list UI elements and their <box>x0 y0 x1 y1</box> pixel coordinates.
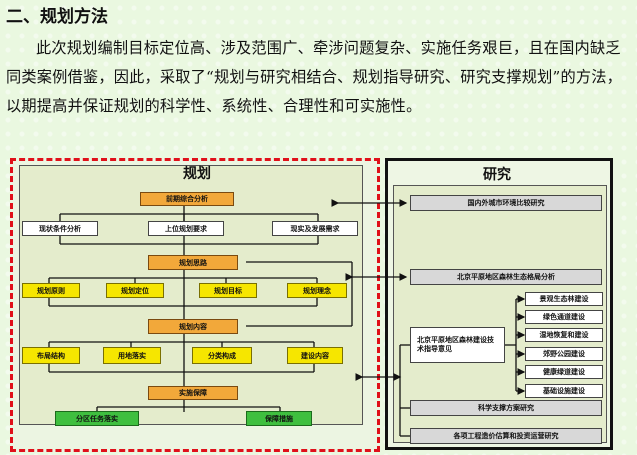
research-title: 研究 <box>483 167 511 183</box>
planning-content-box: 规划内容 <box>148 319 238 334</box>
zone-tasks-box: 分区任务落实 <box>55 411 139 426</box>
tech-item-3: 湿地恢复和建设 <box>525 328 603 342</box>
tech-guidance-box: 北京平原地区森林建设技术指导意见 <box>410 327 505 363</box>
planning-title: 规划 <box>183 166 211 182</box>
tech-item-4: 郊野公园建设 <box>525 347 603 361</box>
section-heading: 二、规划方法 <box>6 7 108 27</box>
body-paragraph: 此次规划编制目标定位高、涉及范围广、牵涉问题复杂、实施任务艰巨，且在国内缺乏同类… <box>6 39 623 115</box>
positioning-box: 规划定位 <box>106 283 164 298</box>
principles-box: 规划原则 <box>22 283 80 298</box>
tech-item-2: 绿色通道建设 <box>525 310 603 324</box>
layout-box: 布局结构 <box>22 347 80 364</box>
cost-investment-box: 各项工程造价估算和投资运营研究 <box>410 428 602 444</box>
construction-content-box: 建设内容 <box>287 347 343 364</box>
upper-plan-box: 上位规划要求 <box>148 221 224 236</box>
preliminary-analysis-box: 前期综合分析 <box>140 192 234 206</box>
concept-box: 规划理念 <box>287 283 347 298</box>
development-needs-box: 现实及发展需求 <box>272 221 358 236</box>
tech-item-5: 健康绿道建设 <box>525 365 603 379</box>
science-support-box: 科学支撑方案研究 <box>410 400 602 416</box>
classification-box: 分类构成 <box>192 347 252 364</box>
current-conditions-box: 现状条件分析 <box>22 221 98 236</box>
safeguards-box: 保障措施 <box>246 411 312 426</box>
objectives-box: 规划目标 <box>199 283 257 298</box>
planning-strategy-box: 规划思路 <box>148 255 238 270</box>
forest-pattern-analysis-box: 北京平原地区森林生态格局分析 <box>410 269 602 285</box>
land-use-box: 用地落实 <box>103 347 161 364</box>
implementation-box: 实施保障 <box>148 386 238 400</box>
tech-item-6: 基础设施建设 <box>525 384 603 398</box>
urban-environment-research-box: 国内外城市环境比较研究 <box>410 195 602 211</box>
tech-item-1: 景观生态林建设 <box>525 292 603 306</box>
